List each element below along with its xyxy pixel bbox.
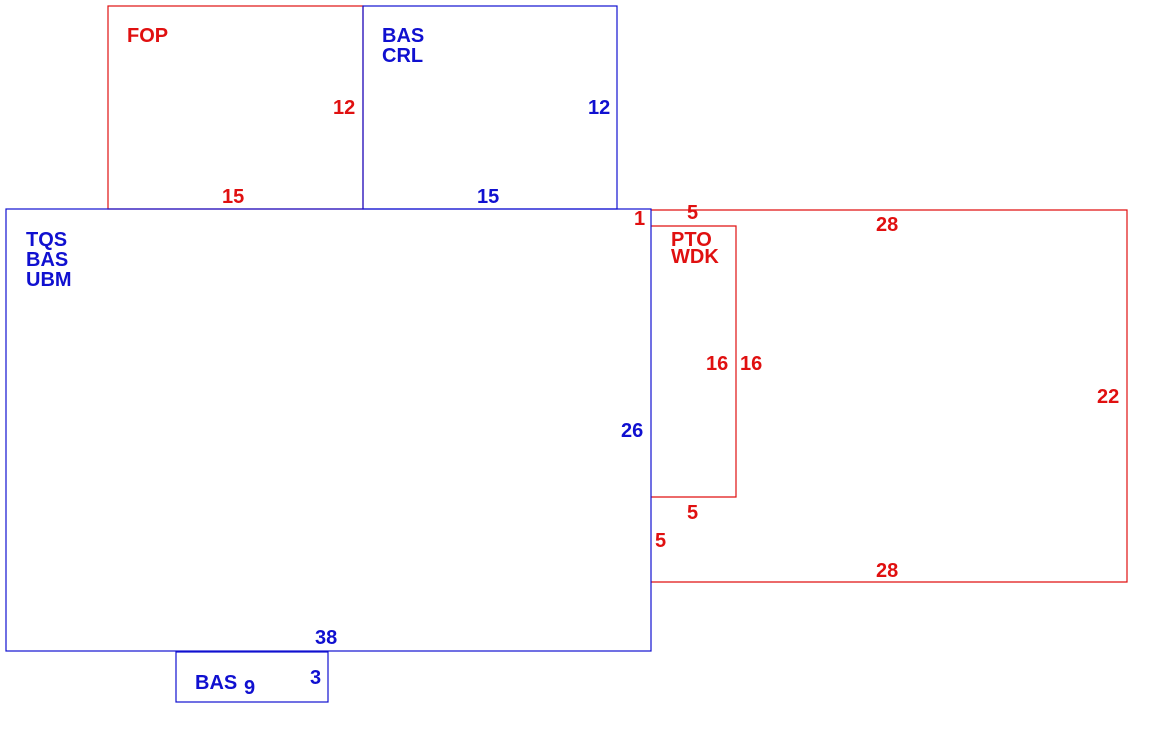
area-red-outer-gap-top: 1 xyxy=(634,208,645,230)
area-pto-code-2: WDK xyxy=(671,246,719,268)
area-red-outer-height: 22 xyxy=(1097,386,1119,408)
area-pto-height-right: 16 xyxy=(740,353,762,375)
area-main-code-3: UBM xyxy=(26,269,72,291)
area-small-width: 9 xyxy=(244,677,255,699)
area-bas-crl-width: 15 xyxy=(477,186,499,208)
area-red-outer-gap-left: 5 xyxy=(655,530,666,552)
area-fop: FOP 12 15 xyxy=(107,5,364,210)
area-bas-crl-code-1: BAS xyxy=(382,25,424,47)
area-pto-width-bottom: 5 xyxy=(687,502,698,524)
area-red-outer-outline xyxy=(651,209,1128,583)
area-pto-width-top: 5 xyxy=(687,202,698,224)
area-fop-width: 15 xyxy=(222,186,244,208)
area-pto-code-1: PTO xyxy=(671,229,712,251)
area-small-height: 3 xyxy=(310,667,321,689)
area-main-height: 26 xyxy=(621,420,643,442)
area-bas-crl: BAS CRL 12 15 xyxy=(362,5,618,210)
area-bas-crl-code-2: CRL xyxy=(382,45,423,67)
area-small-code: BAS xyxy=(195,672,237,694)
area-main-outline xyxy=(5,208,652,652)
area-red-outer-width-top: 28 xyxy=(876,214,898,236)
area-small-outline xyxy=(175,651,329,703)
area-fop-code: FOP xyxy=(127,25,168,47)
area-small: BAS 9 3 xyxy=(175,651,329,703)
area-pto-outline xyxy=(651,225,737,498)
area-fop-height: 12 xyxy=(333,97,355,119)
area-pto: PTO WDK 5 16 16 5 xyxy=(651,202,762,524)
area-red-outer-width-bottom: 28 xyxy=(876,560,898,582)
area-main-code-1: TQS xyxy=(26,229,67,251)
area-bas-crl-height: 12 xyxy=(588,97,610,119)
area-red-outer: 1 28 22 5 28 xyxy=(634,208,1128,583)
area-main-width: 38 xyxy=(315,627,337,649)
area-main-code-2: BAS xyxy=(26,249,68,271)
area-pto-height-left: 16 xyxy=(706,353,728,375)
area-main: TQS BAS UBM 26 38 xyxy=(5,208,652,652)
